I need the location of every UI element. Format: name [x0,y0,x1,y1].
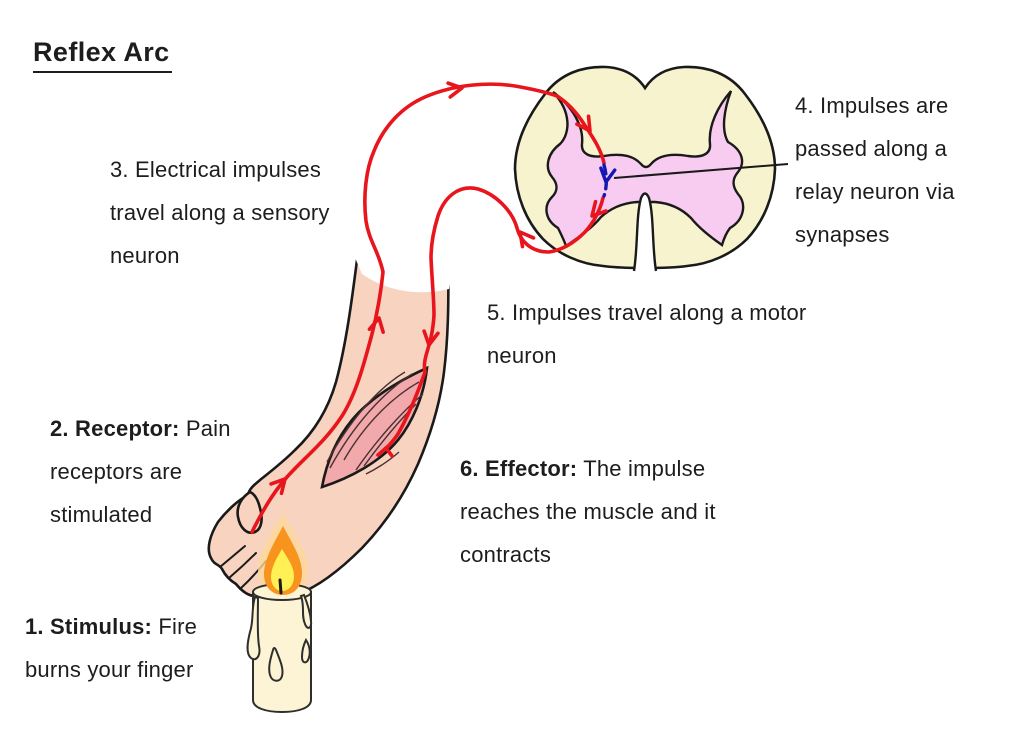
label-line: synapses [795,222,890,247]
muscle-fiber [365,451,400,475]
flame-inner [271,549,294,591]
label-line: stimulated [50,502,153,527]
label-line: 2. Receptor: Pain [50,407,231,450]
label-text: Pain [179,416,231,441]
label-line: 6. Effector: The impulse [460,447,716,490]
arm [207,246,456,599]
finger-line [219,545,246,568]
label-keyword: 2. Receptor: [50,416,180,441]
label-step-6: 6. Effector: The impulse reaches the mus… [460,447,716,576]
motor-ending-fork [376,446,394,458]
muscle [320,365,429,489]
label-step-3: 3. Electrical impulses travel along a se… [110,148,330,277]
muscle-fiber [326,371,406,463]
finger-line [228,552,257,579]
wax-drip [299,593,313,629]
label-line: contracts [460,542,552,567]
label-line: neuron [487,343,557,368]
wick [278,578,283,595]
label-line: 1. Stimulus: Fire [25,605,197,648]
label-line: 5. Impulses travel along a motor [487,300,807,325]
label-line: travel along a sensory [110,200,330,225]
candle-body [252,591,312,714]
label-line: burns your finger [25,657,194,682]
wax-drip [246,595,261,661]
relay-pointer-line [613,163,789,179]
wax-drip [268,647,284,682]
label-keyword: 6. Effector: [460,456,578,481]
label-keyword: 1. Stimulus: [25,614,153,639]
candle [246,513,313,714]
label-text: The impulse [577,456,706,481]
label-text: Fire [152,614,198,639]
arm-outline [207,250,450,599]
label-step-5: 5. Impulses travel along a motor neuron [487,291,806,377]
label-step-2: 2. Receptor: Pain receptors are stimulat… [50,407,231,536]
label-line: reaches the muscle and it [460,499,716,524]
label-line: relay neuron via [795,179,955,204]
label-line: 3. Electrical impulses [110,157,322,182]
label-line: 4. Impulses are [795,93,949,118]
label-line: neuron [110,243,180,268]
muscle-fiber [355,393,424,471]
ventral-fissure [632,192,658,272]
label-line: passed along a [795,136,948,161]
page-title: Reflex Arc [33,36,172,73]
label-step-4: 4. Impulses are passed along a relay neu… [795,84,955,256]
neuron-paths [250,79,617,534]
motor-neuron-path [384,186,605,450]
muscle-fiber [343,381,420,461]
label-step-1: 1. Stimulus: Fire burns your finger [25,605,197,691]
wax-drip [300,638,311,664]
sensory-neuron-path [250,82,606,534]
muscle-fiber [329,373,413,469]
label-line: receptors are [50,459,183,484]
